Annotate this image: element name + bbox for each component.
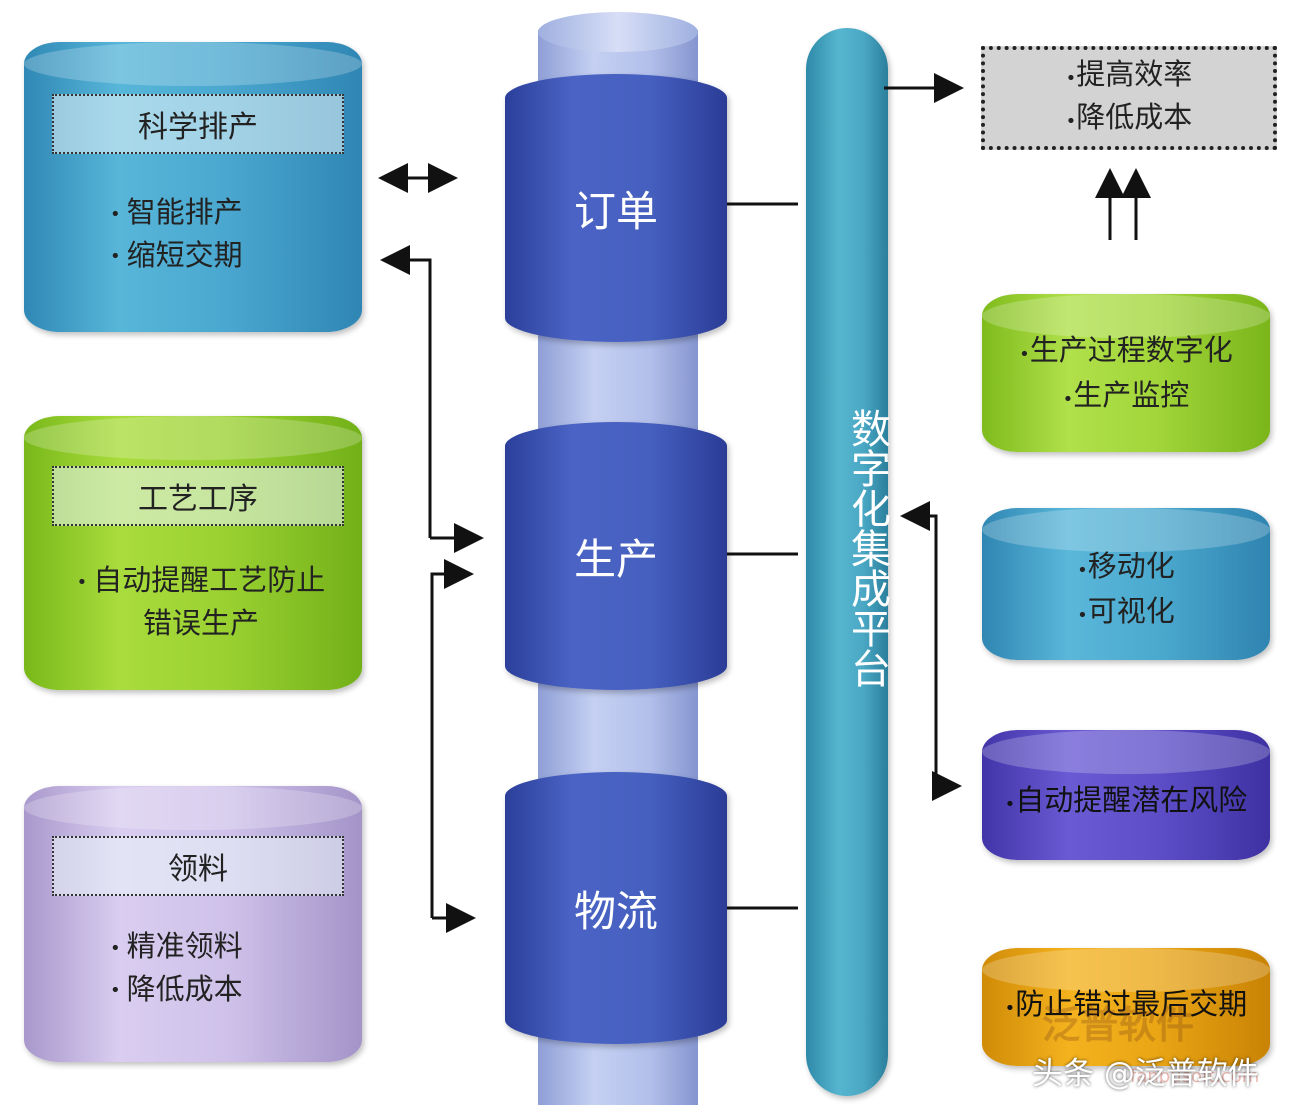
- bullets-material: •精准领料 •降低成本: [110, 926, 243, 1011]
- bullet-item: •防止错过最后交期: [1004, 987, 1248, 1021]
- tag-label: 科学排产: [138, 110, 258, 145]
- block-material: [24, 786, 362, 1062]
- tag-material: 领料: [52, 836, 344, 896]
- tag-scientific-scheduling: 科学排产: [52, 94, 344, 154]
- stage-logistics: 物流: [505, 772, 727, 1044]
- block-scientific-scheduling: [24, 42, 362, 332]
- block-deadline: [982, 948, 1270, 1066]
- stage-production: 生产: [505, 422, 727, 690]
- bullets-scheduling: •智能排产 •缩短交期: [110, 192, 243, 277]
- bullet-item: •生产监控: [1062, 378, 1190, 412]
- tag-process: 工艺工序: [52, 466, 344, 526]
- result-item: •提高效率: [1065, 57, 1193, 91]
- connector-segment: [538, 330, 698, 440]
- integration-platform: [806, 28, 888, 1096]
- mobile-text: •移动化 •可视化: [982, 546, 1270, 636]
- bullet-item: 错误生产: [142, 605, 259, 640]
- tag-label: 领料: [168, 852, 228, 887]
- arrow-to-production-2: [430, 559, 474, 918]
- block-risk: [982, 730, 1270, 860]
- bullet-item: •移动化: [1077, 549, 1175, 583]
- bullet-item: •降低成本: [110, 971, 243, 1006]
- connector-segment: [538, 680, 698, 790]
- block-mobile: [982, 508, 1270, 660]
- bullet-item: •生产过程数字化: [1019, 333, 1233, 367]
- platform-label: 数字化集成平台: [844, 408, 890, 688]
- watermark-logo: 泛普软件: [1042, 1003, 1195, 1047]
- column-top-cap: [538, 12, 698, 52]
- stage-label: 生产: [573, 534, 658, 584]
- block-digitalization: [982, 294, 1270, 452]
- risk-text: •自动提醒潜在风险: [982, 780, 1270, 825]
- deadline-text: •防止错过最后交期: [982, 984, 1270, 1029]
- stage-label: 物流: [573, 886, 658, 936]
- bullet-item: •可视化: [1077, 594, 1175, 628]
- bullet-item: •缩短交期: [110, 237, 243, 272]
- arrow-to-platform: [900, 501, 938, 786]
- source-credit: 头条 @泛普软件: [1032, 1056, 1259, 1092]
- bullet-item: •智能排产: [110, 195, 243, 229]
- bullet-item: •自动提醒潜在风险: [1004, 783, 1248, 817]
- result-item: •降低成本: [1065, 100, 1193, 134]
- digitalization-text: •生产过程数字化 •生产监控: [982, 330, 1270, 420]
- arrow-to-scheduling: [380, 245, 432, 538]
- stage-order: 订单: [505, 74, 727, 342]
- stage-label: 订单: [573, 186, 658, 236]
- tag-label: 工艺工序: [138, 482, 258, 517]
- bullet-item: •自动提醒工艺防止: [76, 563, 326, 597]
- watermark-url: fanpusoft.com: [1130, 1066, 1260, 1087]
- bullet-item: •精准领料: [110, 929, 243, 963]
- block-process: [24, 416, 362, 690]
- bullets-process: •自动提醒工艺防止 错误生产: [66, 560, 336, 644]
- results-box: •提高效率 •降低成本: [981, 46, 1277, 150]
